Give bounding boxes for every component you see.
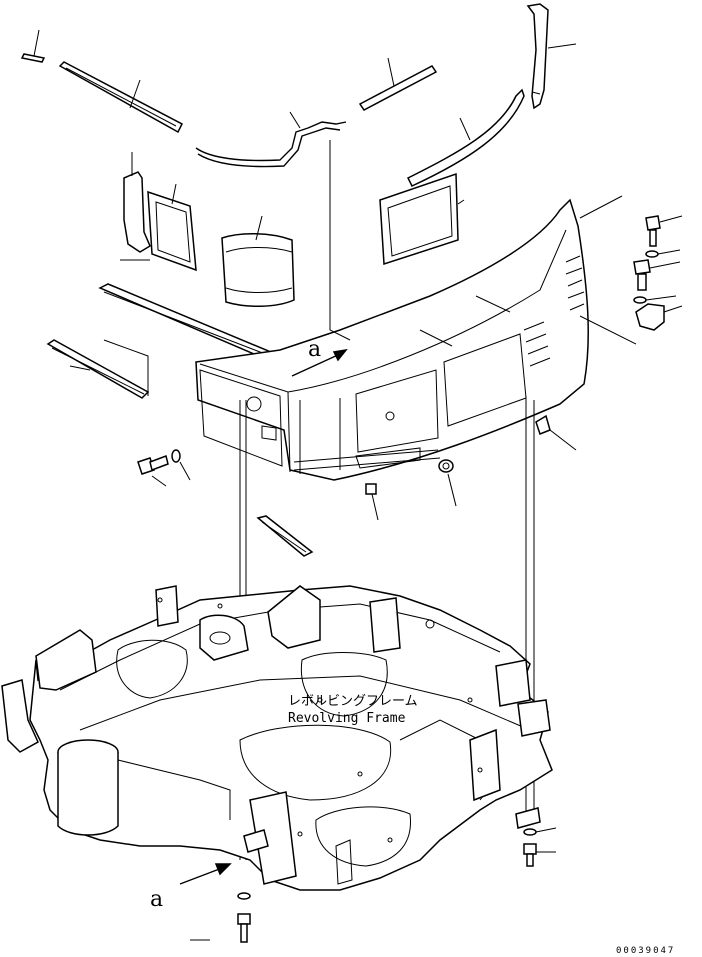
washer-bottom-right — [523, 827, 557, 836]
washer-right-mid — [633, 295, 677, 304]
view-marker-bottom: a — [150, 887, 163, 912]
side-window-panel — [379, 172, 465, 266]
view-marker-top: a — [308, 337, 321, 362]
pin-small — [365, 483, 379, 521]
seal-rail-lower — [46, 339, 150, 399]
bolt-right-mid — [633, 259, 681, 291]
clip-right — [535, 414, 551, 435]
grommet — [438, 459, 457, 507]
washer-left — [171, 449, 191, 481]
seal-strip-right — [358, 57, 438, 111]
frame-name-en: Revolving Frame — [288, 711, 406, 726]
washer-bottom-left — [237, 892, 251, 900]
bolt-left — [137, 455, 169, 487]
view-arrow-top — [291, 348, 348, 377]
window-frame — [147, 183, 197, 272]
drawing-code: 00039047 — [616, 946, 675, 956]
view-arrow-bottom — [179, 863, 232, 885]
mount-bracket-right — [635, 303, 683, 331]
bolt-bottom-left — [190, 913, 251, 943]
bolt-right-top — [645, 215, 683, 247]
rod-piece — [195, 111, 347, 168]
seal-strip-long-left — [58, 61, 183, 134]
rounded-panel — [221, 215, 295, 308]
arrow-icon — [332, 348, 348, 362]
curved-edge-strip — [406, 88, 525, 187]
seal-strip-small — [20, 29, 46, 63]
frame-name-jp: レボルビングフレーム — [288, 694, 418, 709]
arrow-icon — [214, 863, 232, 876]
cab-body-assembly — [195, 198, 589, 481]
step-plate — [256, 515, 314, 557]
revolving-frame — [1, 585, 553, 891]
washer-right-top — [645, 249, 681, 258]
side-bracket-left — [123, 152, 151, 253]
corner-trim-piece — [526, 3, 577, 110]
bolt-bottom-right — [523, 843, 556, 867]
